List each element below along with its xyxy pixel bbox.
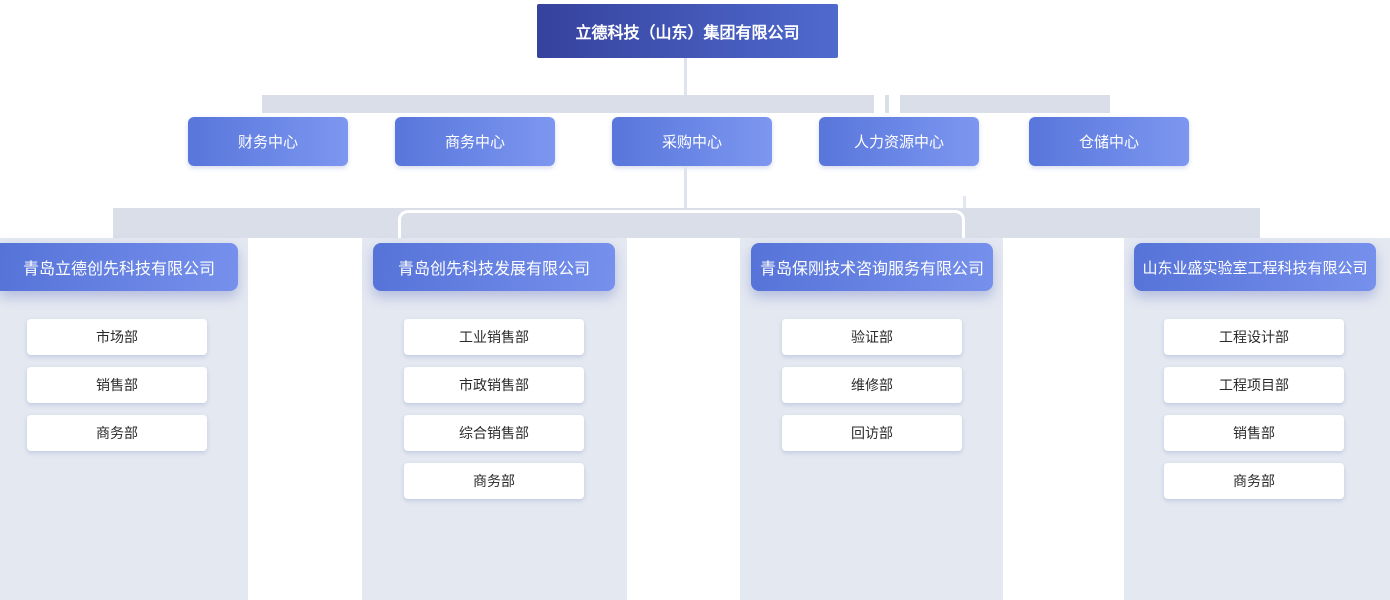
dept-label: 工程设计部: [1219, 329, 1289, 345]
dept-node[interactable]: 工程项目部: [1164, 367, 1344, 403]
center-node-hr[interactable]: 人力资源中心: [819, 117, 979, 166]
connector-root-line: [684, 58, 687, 95]
dept-label: 工程项目部: [1219, 377, 1289, 393]
company-name: 青岛立德创先科技有限公司: [22, 261, 215, 278]
company-header-4[interactable]: 山东业盛实验室工程科技有限公司: [1134, 243, 1376, 291]
company-header-1[interactable]: 青岛立德创先科技有限公司: [0, 243, 238, 291]
center-node-label: 商务中心: [444, 134, 505, 151]
center-node-label: 仓储中心: [1078, 134, 1139, 151]
org-root-label: 立德科技（山东）集团有限公司: [575, 25, 800, 42]
dept-label: 商务部: [1233, 473, 1275, 489]
dept-node[interactable]: 市场部: [27, 319, 207, 355]
dept-label: 销售部: [1233, 425, 1275, 441]
center-node-finance[interactable]: 财务中心: [188, 117, 348, 166]
connector-notch-sliver: [885, 95, 889, 113]
connector-notch: [874, 95, 900, 113]
company-name: 青岛保刚技术咨询服务有限公司: [759, 261, 984, 278]
dept-label: 市场部: [96, 329, 138, 345]
dept-node[interactable]: 工业销售部: [404, 319, 584, 355]
dept-node[interactable]: 市政销售部: [404, 367, 584, 403]
center-node-label: 采购中心: [661, 134, 722, 151]
org-root-node[interactable]: 立德科技（山东）集团有限公司: [537, 4, 838, 58]
dept-node[interactable]: 验证部: [782, 319, 962, 355]
company-name: 山东业盛实验室工程科技有限公司: [1142, 259, 1368, 277]
dept-label: 商务部: [96, 425, 138, 441]
connector-stub-line: [963, 196, 966, 209]
dept-node[interactable]: 综合销售部: [404, 415, 584, 451]
connector-centers-bar: [262, 95, 1110, 113]
dept-node[interactable]: 维修部: [782, 367, 962, 403]
dept-node[interactable]: 商务部: [1164, 463, 1344, 499]
connector-bracket: [398, 210, 965, 238]
dept-label: 工业销售部: [459, 329, 529, 345]
dept-label: 市政销售部: [459, 377, 529, 393]
dept-label: 维修部: [851, 377, 893, 393]
center-node-procurement[interactable]: 采购中心: [612, 117, 772, 166]
dept-node[interactable]: 销售部: [27, 367, 207, 403]
dept-label: 回访部: [851, 425, 893, 441]
connector-companies-bar: [113, 208, 1260, 238]
company-header-2[interactable]: 青岛创先科技发展有限公司: [373, 243, 615, 291]
dept-node[interactable]: 商务部: [404, 463, 584, 499]
center-node-label: 财务中心: [237, 134, 298, 151]
dept-label: 商务部: [473, 473, 515, 489]
dept-node[interactable]: 商务部: [27, 415, 207, 451]
dept-label: 综合销售部: [459, 425, 529, 441]
dept-label: 验证部: [851, 329, 893, 345]
dept-label: 销售部: [96, 377, 138, 393]
connector-companies-line: [684, 166, 687, 208]
dept-node[interactable]: 工程设计部: [1164, 319, 1344, 355]
company-name: 青岛创先科技发展有限公司: [397, 261, 590, 278]
center-node-warehouse[interactable]: 仓储中心: [1029, 117, 1189, 166]
center-node-business[interactable]: 商务中心: [395, 117, 555, 166]
dept-node[interactable]: 销售部: [1164, 415, 1344, 451]
center-node-label: 人力资源中心: [853, 134, 944, 151]
dept-node[interactable]: 回访部: [782, 415, 962, 451]
company-header-3[interactable]: 青岛保刚技术咨询服务有限公司: [751, 243, 993, 291]
